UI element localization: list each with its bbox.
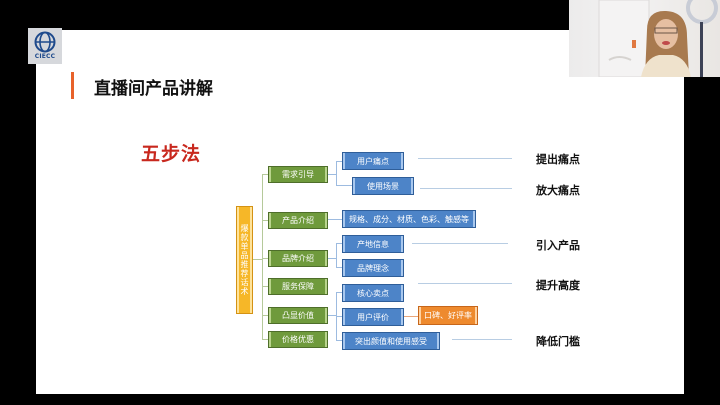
title-accent-bar — [71, 72, 74, 99]
step-line — [412, 243, 508, 244]
reputation-node: 口碑、好评率 — [418, 306, 478, 325]
category-demand-guidance: 需求引导 — [268, 166, 328, 183]
detail-brand-concept: 品牌理念 — [342, 259, 404, 277]
globe-logo-icon — [34, 31, 56, 53]
root-connector — [252, 259, 262, 260]
connector — [262, 258, 268, 259]
connector — [262, 315, 268, 316]
connector — [328, 219, 342, 220]
connector — [336, 243, 337, 268]
method-title: 五步法 — [141, 143, 202, 165]
step-line — [452, 339, 512, 340]
connector — [336, 267, 342, 268]
detail-specs: 规格、成分、材质、色彩、触感等 — [342, 210, 476, 228]
connector — [336, 161, 342, 162]
detail-origin: 产地信息 — [342, 235, 404, 253]
cicc-logo: CIECC — [28, 28, 62, 64]
step-label: 引入产品 — [536, 239, 580, 252]
step-line — [418, 158, 512, 159]
detail-scenario: 使用场景 — [352, 177, 414, 195]
detail-pain-point: 用户痛点 — [342, 152, 404, 170]
root-node: 爆款单品推荐话术 — [236, 206, 253, 314]
connector — [404, 316, 418, 317]
step-label: 放大痛点 — [536, 184, 580, 197]
step-label: 提出痛点 — [536, 153, 580, 166]
connector — [336, 292, 342, 293]
connector — [336, 161, 337, 186]
category-highlight-value: 凸显价值 — [268, 307, 328, 324]
step-line — [420, 188, 512, 189]
step-label: 提升高度 — [536, 279, 580, 292]
category-price-discount: 价格优惠 — [268, 331, 328, 348]
connector — [262, 174, 268, 175]
connector — [328, 315, 336, 316]
detail-user-review: 用户评价 — [342, 308, 404, 326]
connector — [336, 316, 342, 317]
category-service-guarantee: 服务保障 — [268, 278, 328, 295]
detail-selling-point: 核心卖点 — [342, 284, 404, 302]
presenter-video-icon — [598, 0, 718, 77]
category-spine — [262, 174, 263, 339]
logo-text: CIECC — [34, 53, 56, 60]
connector — [262, 286, 268, 287]
slide-title: 直播间产品讲解 — [94, 79, 213, 99]
category-brand-intro: 品牌介绍 — [268, 250, 328, 267]
presenter-webcam — [569, 0, 720, 77]
connector — [328, 258, 336, 259]
connector — [262, 220, 268, 221]
detail-appearance: 突出颜值和使用感受 — [342, 332, 440, 350]
step-line — [418, 283, 512, 284]
connector — [336, 243, 342, 244]
category-product-intro: 产品介绍 — [268, 212, 328, 229]
connector — [336, 340, 342, 341]
connector — [336, 185, 352, 186]
connector — [328, 174, 336, 175]
step-label: 降低门槛 — [536, 335, 580, 348]
connector — [262, 339, 268, 340]
